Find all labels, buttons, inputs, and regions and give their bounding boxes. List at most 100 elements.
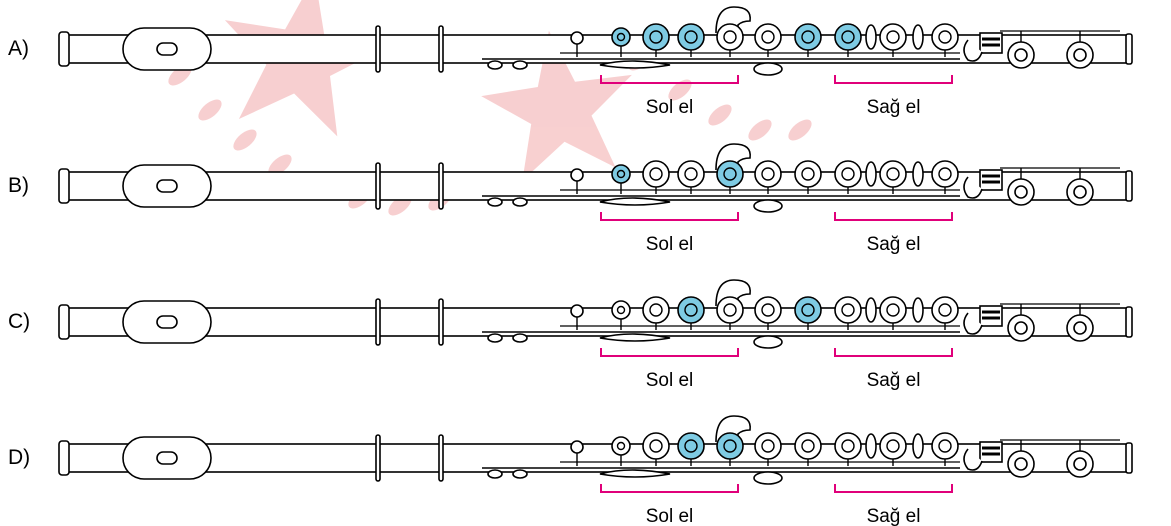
flute-foot-end [1125, 33, 1133, 65]
watermark-link [198, 99, 222, 121]
key-center [801, 167, 815, 181]
key-center [684, 30, 698, 44]
foot-key-center [1073, 185, 1087, 199]
foot-key-center [1014, 185, 1028, 199]
key-center [723, 167, 737, 181]
foot-key-center [1073, 321, 1087, 335]
left-hand-label: Sol el [646, 370, 694, 391]
right-hand-label: Sağ el [867, 97, 921, 118]
option-label: A) [8, 37, 29, 60]
spacer-key [865, 433, 877, 459]
small-key [512, 469, 528, 479]
key-center [616, 441, 626, 451]
key-center [616, 169, 626, 179]
flute-foot-end [1125, 442, 1133, 474]
joint-ring [438, 298, 444, 346]
foot-roller [963, 176, 983, 199]
key-center [886, 30, 900, 44]
small-key [512, 197, 528, 207]
foot-roller [963, 312, 983, 335]
key-center [801, 439, 815, 453]
joint-ring [438, 434, 444, 482]
foot-key-center [1014, 48, 1028, 62]
joint-ring [375, 298, 381, 346]
key-center [938, 303, 952, 317]
thumb-key [753, 199, 783, 213]
key-center [723, 30, 737, 44]
spacer-key [912, 24, 924, 50]
thumb-key [753, 471, 783, 485]
key-center [649, 30, 663, 44]
key-center [723, 303, 737, 317]
key-center [616, 305, 626, 315]
thumb-key [753, 335, 783, 349]
watermark-link [268, 154, 292, 176]
pin-key [570, 168, 584, 182]
thumb-lever [599, 197, 671, 206]
left-hand-bracket [600, 348, 739, 357]
key-center [841, 30, 855, 44]
flute-crown [58, 31, 70, 67]
key-center [684, 167, 698, 181]
embouchure-hole [156, 315, 178, 329]
spacer-key [912, 297, 924, 323]
right-hand-label: Sağ el [867, 234, 921, 255]
right-hand-bracket [834, 348, 953, 357]
flute-option-d: D) Sol el Sağ el [8, 415, 1133, 526]
left-hand-label: Sol el [646, 506, 694, 526]
foot-key-center [1014, 457, 1028, 471]
joint-ring [375, 162, 381, 210]
left-hand-bracket [600, 484, 739, 493]
thumb-lever [599, 60, 671, 69]
foot-key-center [1073, 48, 1087, 62]
right-hand-bracket [834, 484, 953, 493]
key-center [938, 30, 952, 44]
key-center [649, 303, 663, 317]
small-key [487, 333, 503, 343]
foot-key-block [979, 305, 1003, 327]
left-hand-bracket [600, 75, 739, 84]
flute-option-b: B) Sol el Sağ el [8, 143, 1133, 255]
key-center [684, 303, 698, 317]
watermark-link [668, 79, 692, 101]
key-center [723, 439, 737, 453]
left-hand-label: Sol el [646, 97, 694, 118]
key-center [761, 439, 775, 453]
spacer-key [865, 297, 877, 323]
left-hand-label: Sol el [646, 234, 694, 255]
key-center [886, 167, 900, 181]
right-hand-label: Sağ el [867, 506, 921, 526]
flute-foot-end [1125, 306, 1133, 338]
watermark-link [233, 129, 257, 151]
foot-roller [963, 448, 983, 471]
right-hand-label: Sağ el [867, 370, 921, 391]
thumb-lever [599, 469, 671, 478]
foot-key-center [1014, 321, 1028, 335]
right-hand-bracket [834, 75, 953, 84]
key-center [841, 439, 855, 453]
thumb-lever [599, 333, 671, 342]
left-hand-bracket [600, 212, 739, 221]
key-center [761, 30, 775, 44]
watermark-link [748, 119, 772, 141]
key-center [801, 303, 815, 317]
flute-crown [58, 168, 70, 204]
flute-crown [58, 440, 70, 476]
embouchure-hole [156, 42, 178, 56]
option-label: C) [8, 310, 30, 333]
small-key [487, 60, 503, 70]
option-label: B) [8, 174, 29, 197]
foot-key-center [1073, 457, 1087, 471]
watermark-star [224, 0, 385, 137]
pin-key [570, 304, 584, 318]
joint-ring [438, 162, 444, 210]
key-center [938, 167, 952, 181]
key-center [649, 167, 663, 181]
key-center [886, 303, 900, 317]
small-key [487, 469, 503, 479]
key-center [841, 167, 855, 181]
option-label: D) [8, 446, 30, 469]
key-center [649, 439, 663, 453]
